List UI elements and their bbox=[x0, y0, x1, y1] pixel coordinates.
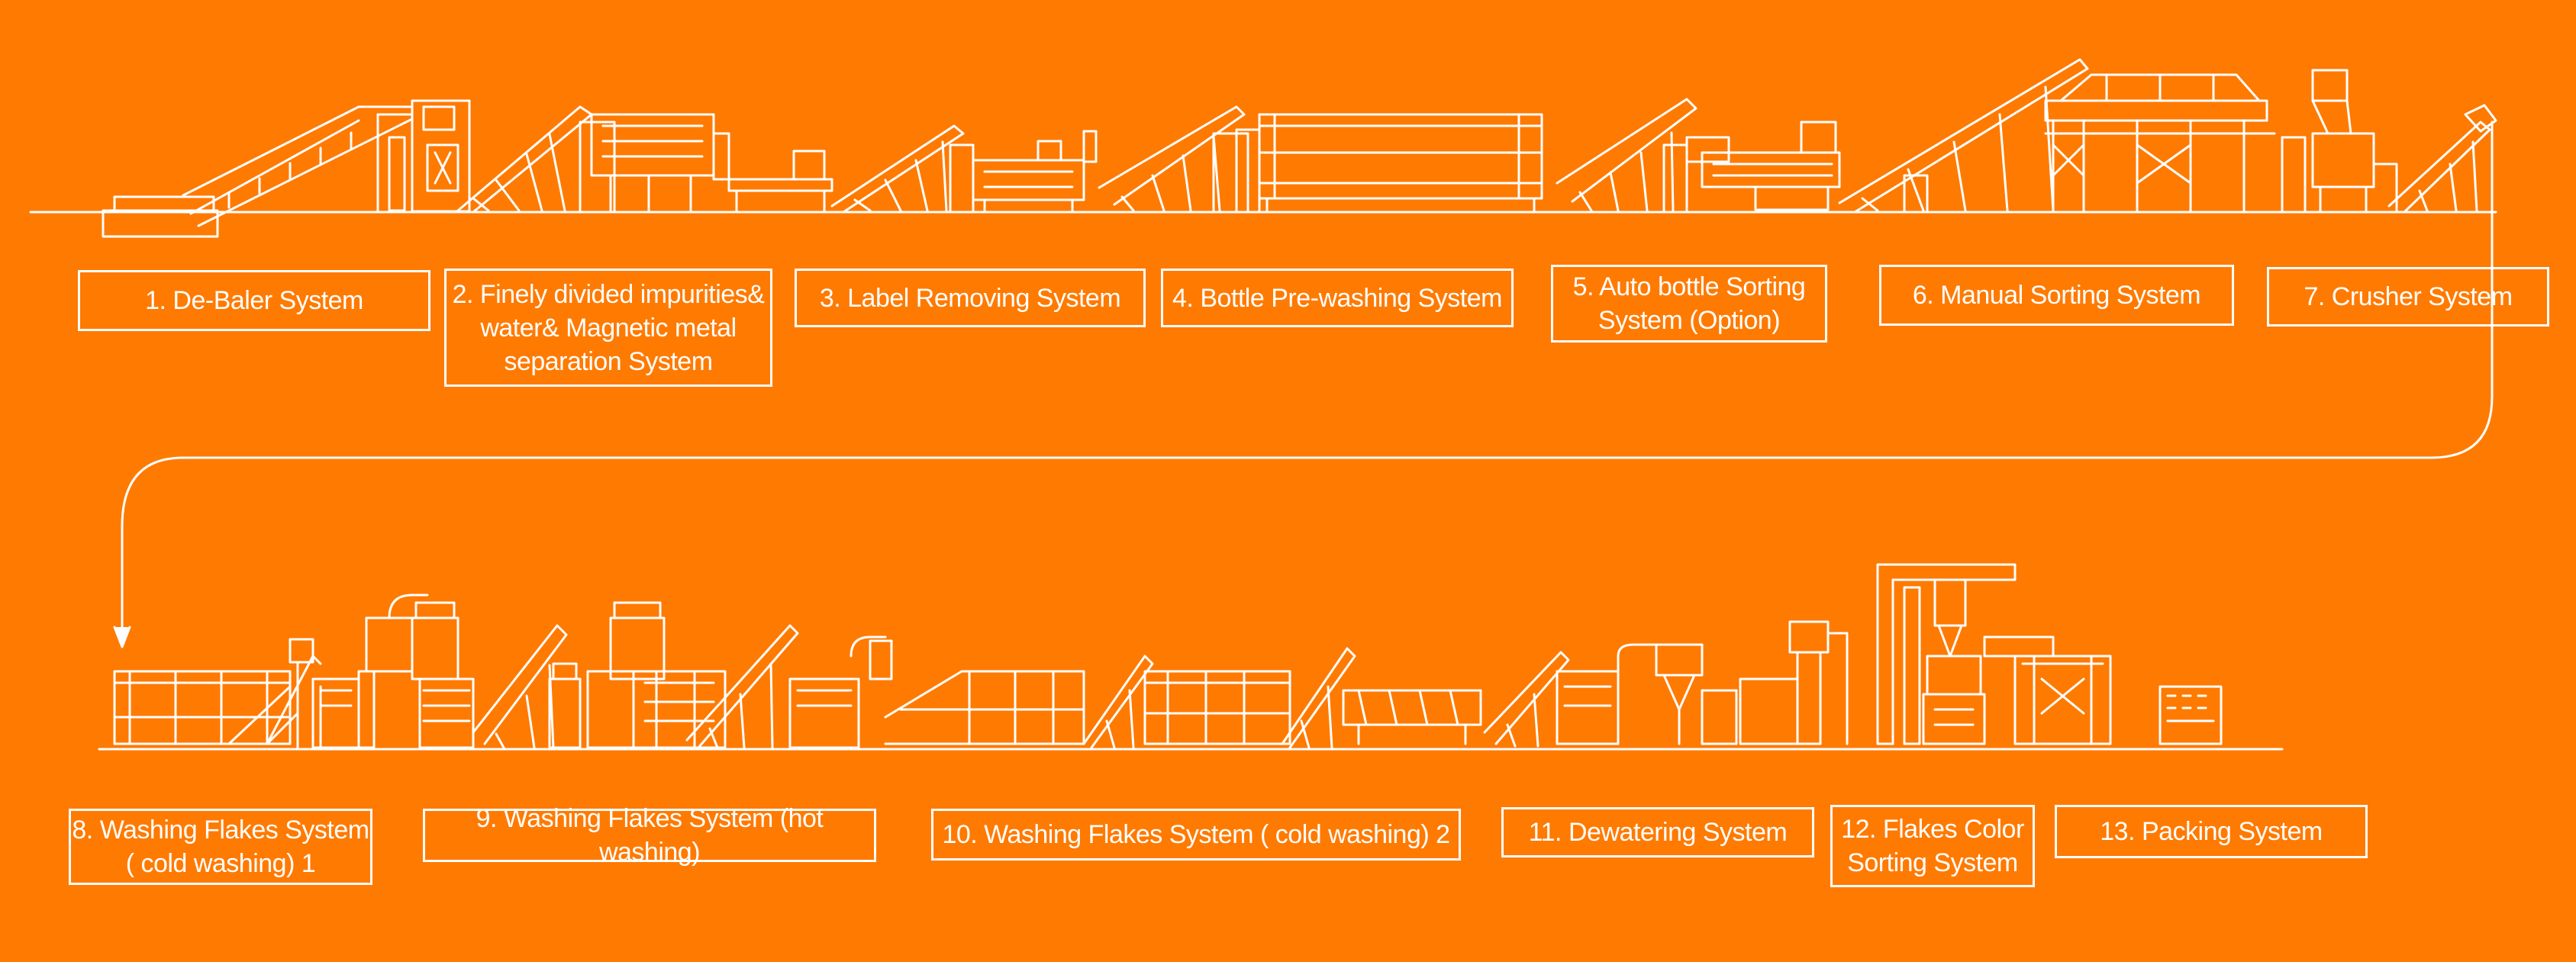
stage-box-4: 4. Bottle Pre-washing System bbox=[1161, 269, 1514, 327]
stage-label-4: 4. Bottle Pre-washing System bbox=[1172, 283, 1502, 313]
stage-label-12: 12. Flakes Color Sorting System bbox=[1841, 815, 2024, 877]
stage-label-2: 2. Finely divided impurities& water& Mag… bbox=[452, 279, 765, 376]
manual-sorting-platform-drawing bbox=[1838, 58, 2276, 214]
stage-label-10: 10. Washing Flakes System ( cold washing… bbox=[942, 820, 1450, 849]
stage-label-8: 8. Washing Flakes System ( cold washing)… bbox=[72, 816, 369, 878]
stage-box-1: 1. De-Baler System bbox=[78, 270, 430, 331]
dewatering-drawing bbox=[1483, 643, 1799, 748]
cold-washing-2-drawing bbox=[788, 635, 1482, 749]
stage-label-3: 3. Label Removing System bbox=[819, 283, 1121, 313]
color-sorter-drawing bbox=[1788, 563, 2017, 745]
impurity-separation-machine-drawing bbox=[456, 105, 833, 214]
stage-box-2: 2. Finely divided impurities& water& Mag… bbox=[444, 269, 772, 387]
flow-arrowhead bbox=[113, 626, 131, 648]
stage-box-7: 7. Crusher System bbox=[2267, 267, 2549, 327]
crusher-machine-drawing bbox=[2281, 69, 2497, 214]
auto-sorter-machine-drawing bbox=[1556, 98, 1841, 214]
stage-box-9: 9. Washing Flakes System (hot washing) bbox=[423, 804, 876, 867]
stage-label-5: 5. Auto bottle Sorting System (Option) bbox=[1572, 272, 1806, 335]
stage-box-11: 11. Dewatering System bbox=[1501, 807, 1814, 857]
debaler-machine-drawing bbox=[102, 99, 471, 238]
stage-label-6: 6. Manual Sorting System bbox=[1912, 281, 2201, 310]
stage-label-1: 1. De-Baler System bbox=[145, 286, 363, 315]
hot-washing-drawing bbox=[411, 601, 799, 749]
cold-washing-1-drawing bbox=[113, 594, 429, 749]
stage-box-13: 13. Packing System bbox=[2055, 805, 2368, 858]
stage-label-9: 9. Washing Flakes System (hot washing) bbox=[476, 804, 824, 867]
label-remover-machine-drawing bbox=[830, 124, 1098, 214]
stage-box-8: 8. Washing Flakes System ( cold washing)… bbox=[69, 809, 372, 885]
prewasher-machine-drawing bbox=[1098, 105, 1543, 214]
stage-label-11: 11. Dewatering System bbox=[1528, 818, 1788, 847]
flow-connector-line bbox=[121, 121, 2494, 642]
stage-box-3: 3. Label Removing System bbox=[795, 269, 1146, 327]
stage-label-7: 7. Crusher System bbox=[2304, 282, 2513, 311]
stage-box-10: 10. Washing Flakes System ( cold washing… bbox=[931, 809, 1461, 861]
stage-label-13: 13. Packing System bbox=[2100, 817, 2323, 846]
stage-box-12: 12. Flakes Color Sorting System bbox=[1830, 805, 2035, 887]
stage-box-6: 6. Manual Sorting System bbox=[1879, 265, 2234, 326]
packing-drawing bbox=[1983, 635, 2223, 745]
stage-box-5: 5. Auto bottle Sorting System (Option) bbox=[1551, 265, 1827, 343]
